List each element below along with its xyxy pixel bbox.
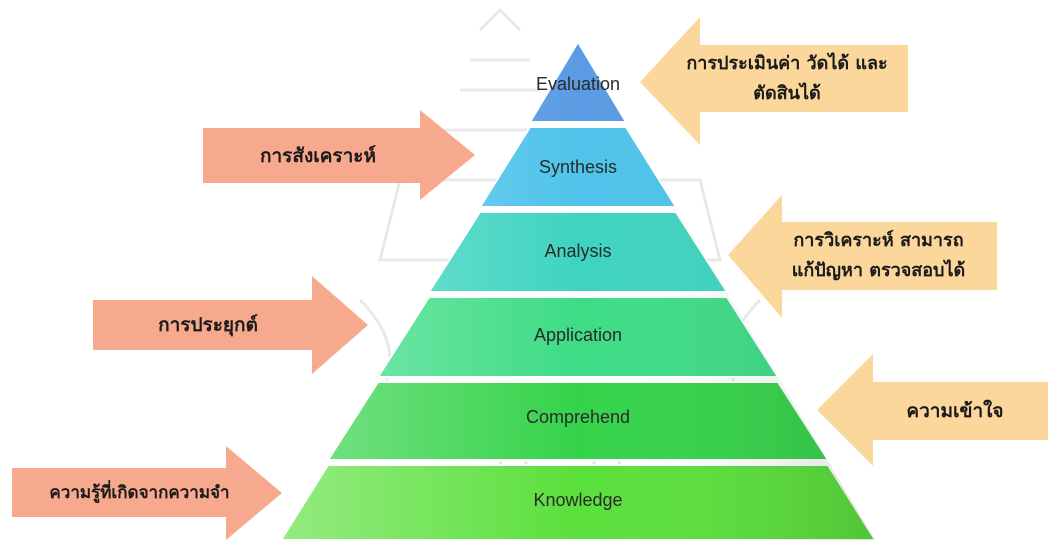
arrow-text-evaluation: การประเมินค่า วัดได้ และ ตัดสินได้ bbox=[672, 45, 902, 112]
arrow-text-comprehend-line1: ความเข้าใจ bbox=[906, 400, 1004, 422]
arrow-text-analysis-line1: การวิเคราะห์ สามารถ bbox=[793, 230, 964, 251]
arrow-text-application-line1: การประยุกต์ bbox=[158, 314, 258, 336]
arrow-text-comprehend: ความเข้าใจ bbox=[880, 382, 1030, 440]
arrow-text-synthesis-line1: การสังเคราะห์ bbox=[259, 144, 377, 167]
arrow-text-evaluation-line1: การประเมินค่า วัดได้ และ bbox=[686, 52, 888, 74]
arrow-comprehend bbox=[817, 354, 1048, 466]
arrow-text-analysis: การวิเคราะห์ สามารถ แก้ปัญหา ตรวจสอบได้ bbox=[760, 222, 997, 290]
arrow-text-evaluation-line2: ตัดสินได้ bbox=[753, 82, 821, 104]
level-label-comprehend: Comprehend bbox=[525, 407, 631, 427]
arrow-analysis bbox=[728, 195, 997, 318]
arrow-knowledge bbox=[12, 446, 282, 540]
arrow-text-analysis-line2: แก้ปัญหา ตรวจสอบได้ bbox=[791, 260, 966, 281]
level-label-analysis: Analysis bbox=[544, 241, 612, 261]
arrow-text-synthesis: การสังเคราะห์ bbox=[203, 128, 433, 183]
level-label-application: Application bbox=[533, 325, 623, 345]
arrow-application bbox=[93, 276, 368, 374]
arrow-text-knowledge: ความรู้ที่เกิดจากความจำ bbox=[12, 468, 267, 517]
level-label-evaluation: Evaluation bbox=[535, 74, 621, 94]
level-label-knowledge: Knowledge bbox=[533, 490, 623, 510]
arrow-evaluation bbox=[640, 17, 908, 145]
arrow-text-application: การประยุกต์ bbox=[93, 300, 323, 350]
arrow-text-knowledge-line1: ความรู้ที่เกิดจากความจำ bbox=[49, 482, 230, 503]
arrow-synthesis bbox=[203, 110, 475, 200]
level-label-synthesis: Synthesis bbox=[538, 157, 618, 177]
